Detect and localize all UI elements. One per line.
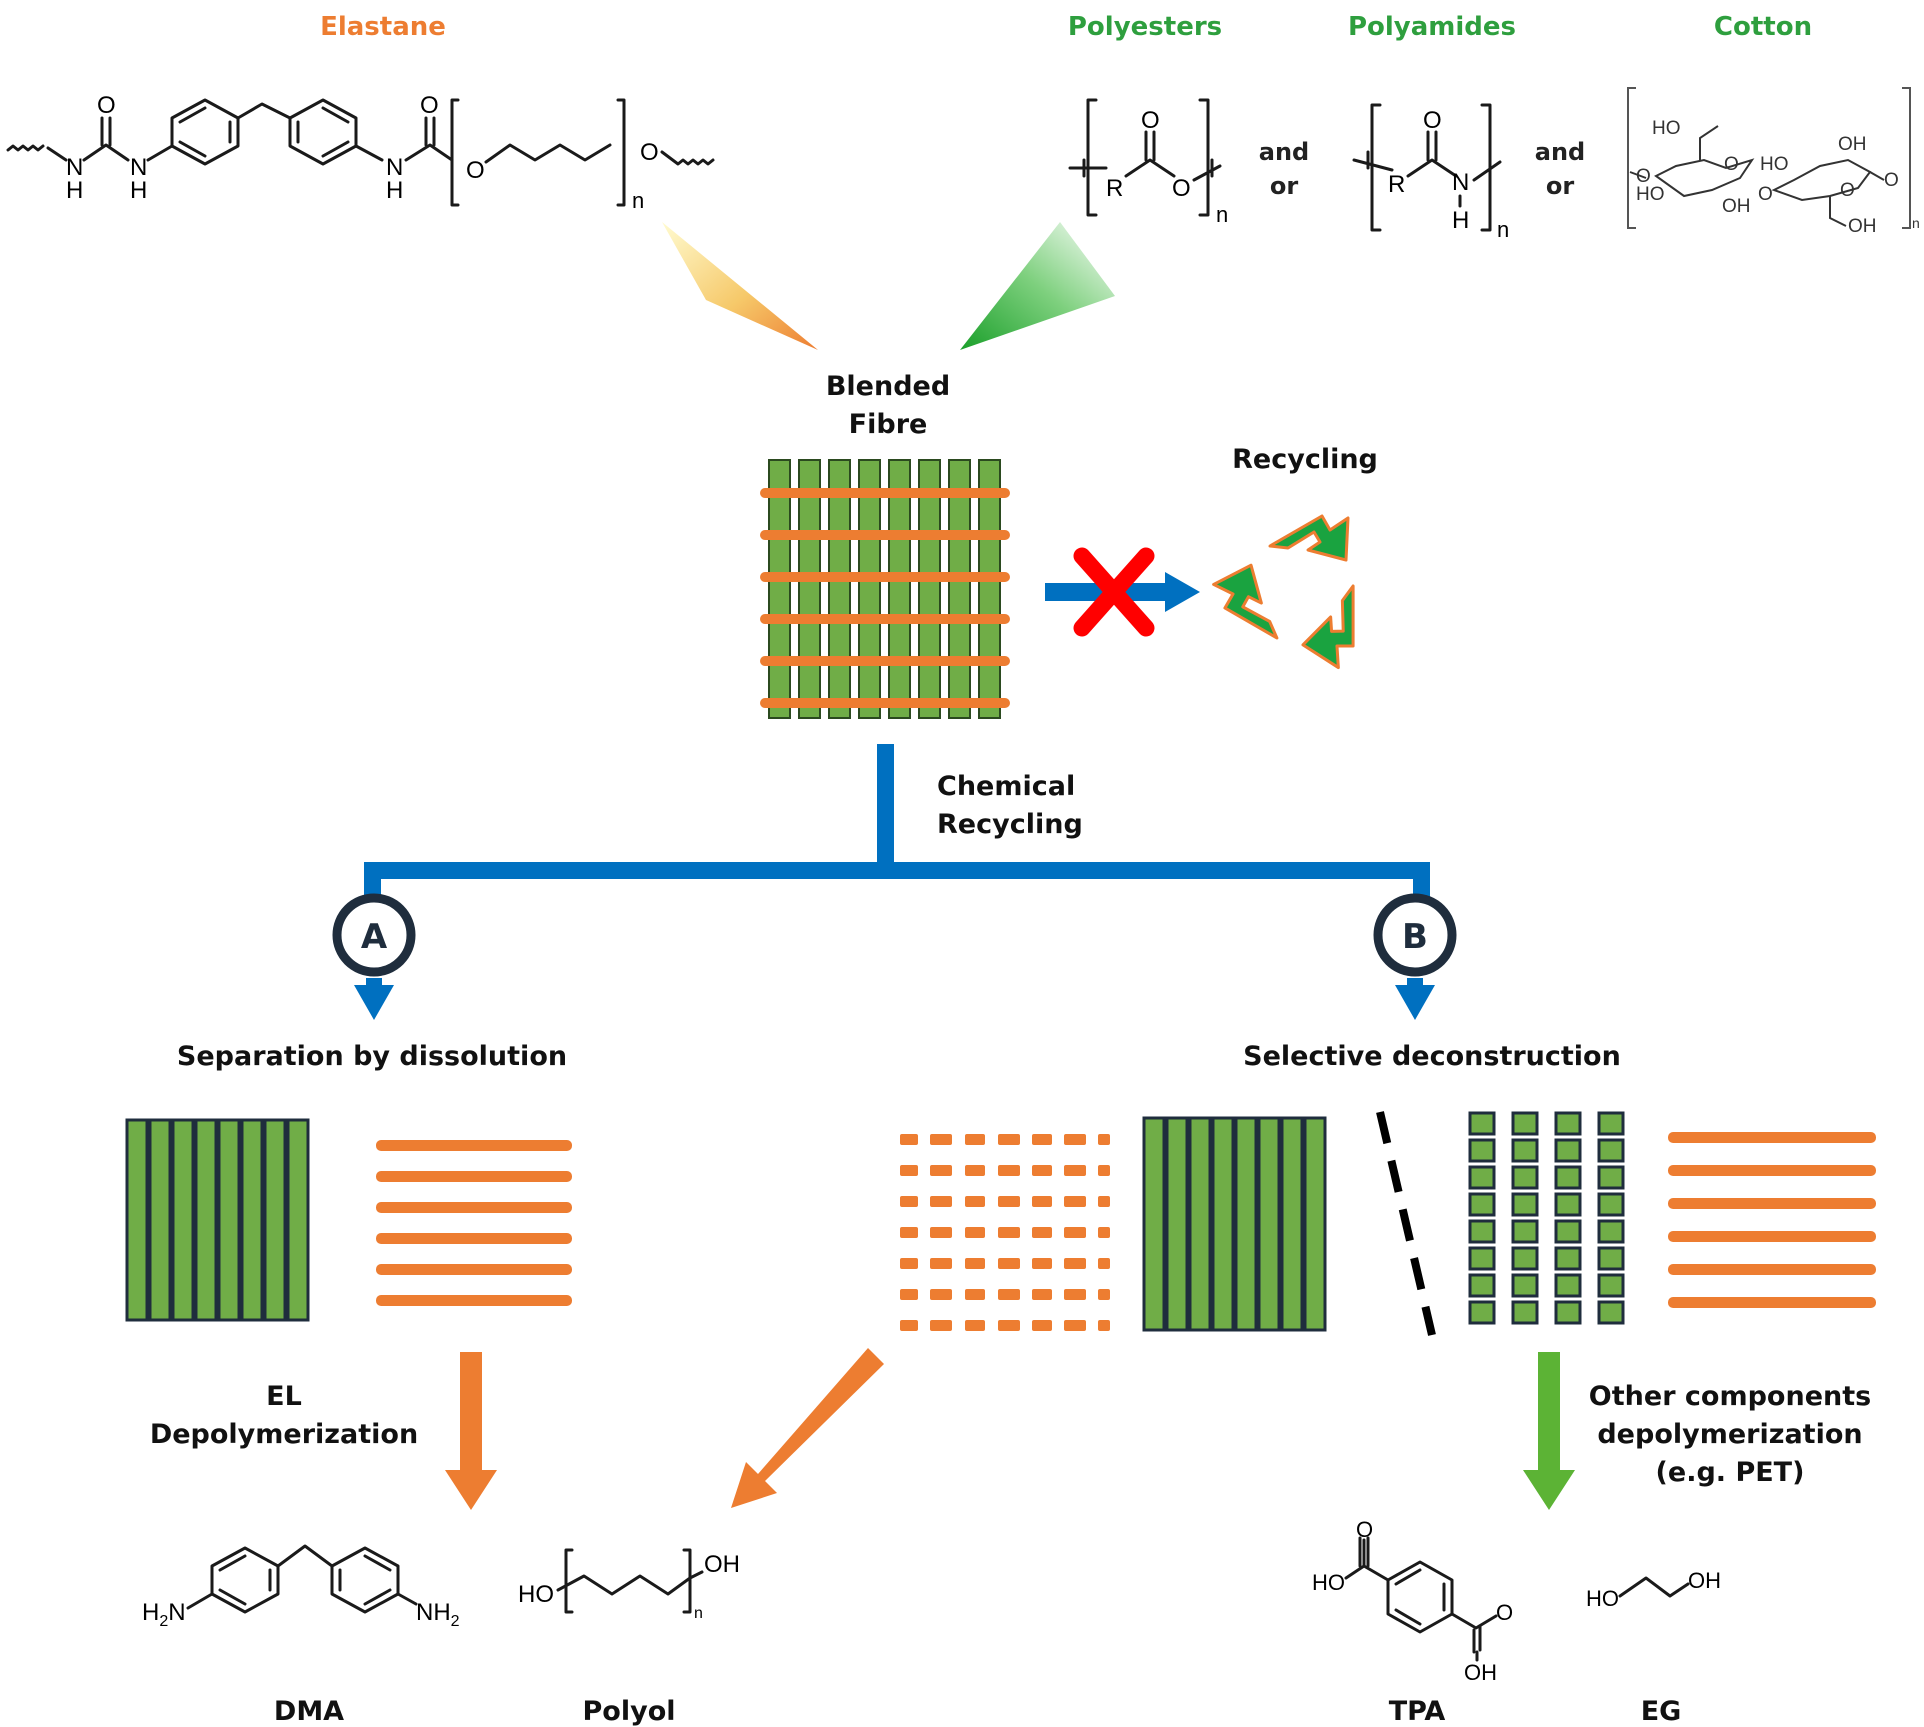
eg-structure: HO OH — [1586, 1568, 1721, 1611]
atom-n: N — [130, 154, 147, 181]
atom-o: O — [97, 92, 116, 119]
fragmented-green-fibres — [1468, 1111, 1625, 1325]
atom-oh: OH — [1848, 216, 1877, 237]
atom-h2n: H2N — [142, 1599, 186, 1630]
el-depolymerization-arrow — [445, 1352, 497, 1510]
route-b-badge: B — [1373, 893, 1457, 977]
atom-o: O — [1758, 184, 1773, 205]
selective-label: Selective deconstruction — [1243, 1041, 1621, 1072]
and-label-2: and — [1535, 138, 1585, 166]
blended-fibre-title-2: Fibre — [849, 409, 928, 440]
chemical-recycling-label-2: Recycling — [937, 809, 1083, 840]
other-label-2: depolymerization — [1597, 1419, 1862, 1450]
atom-r: R — [1106, 175, 1123, 202]
atom-nh2: NH2 — [416, 1599, 460, 1630]
tpa-structure: HO O O OH — [1312, 1517, 1513, 1685]
atom-n: N — [66, 154, 83, 181]
and-label-1: and — [1259, 138, 1309, 166]
intact-orange-fibres — [1668, 1132, 1876, 1308]
polyester-structure: R O O n — [1068, 98, 1228, 227]
dma-structure: H2N NH2 — [142, 1544, 460, 1630]
elastane-structure: N H O N H N H O O n O — [6, 92, 715, 213]
other-label-3: (e.g. PET) — [1656, 1457, 1805, 1488]
separated-orange-fibres — [376, 1140, 572, 1306]
alternative-divider — [1376, 1111, 1436, 1336]
polyol-structure: HO n OH — [518, 1548, 740, 1622]
other-depolymerization-arrow — [1523, 1352, 1575, 1510]
atom-n-subscript: n — [1497, 217, 1509, 242]
atom-o: O — [420, 92, 439, 119]
intact-green-fibres — [1142, 1116, 1327, 1332]
woven-fabric-icon — [760, 459, 1010, 719]
polyesters-label: Polyesters — [1068, 12, 1222, 42]
atom-oh: OH — [1464, 1660, 1497, 1685]
dma-label: DMA — [274, 1696, 344, 1727]
fragment-depolymerization-arrow — [731, 1348, 884, 1508]
atom-oh: OH — [1838, 134, 1867, 155]
atom-h: H — [1452, 207, 1469, 234]
tpa-label: TPA — [1389, 1696, 1446, 1727]
atom-ho: HO — [1586, 1586, 1619, 1611]
atom-h: H — [386, 177, 403, 204]
atom-o: O — [640, 139, 659, 166]
atom-n: N — [1452, 169, 1469, 196]
blended-fibre-title-1: Blended — [826, 371, 950, 402]
separated-green-fibres — [125, 1118, 310, 1322]
el-label-1: EL — [266, 1381, 302, 1412]
atom-oh: OH — [1688, 1568, 1721, 1593]
atom-n-subscript: n — [632, 188, 644, 213]
atom-oh: OH — [704, 1551, 740, 1578]
fragmented-orange-fibres — [900, 1134, 1110, 1331]
atom-ho: HO — [518, 1581, 554, 1608]
route-a-badge: A — [332, 893, 416, 977]
atom-oh: OH — [1722, 196, 1751, 217]
recycling-label: Recycling — [1232, 444, 1378, 475]
atom-ho: HO — [1760, 154, 1789, 175]
other-label-1: Other components — [1589, 1381, 1871, 1412]
route-b-arrow — [1395, 978, 1435, 1020]
svg-text:B: B — [1402, 917, 1428, 957]
cotton-label: Cotton — [1714, 12, 1812, 42]
route-a-arrow — [354, 978, 394, 1020]
chemical-recycling-label-1: Chemical — [937, 771, 1075, 802]
or-label-2: or — [1546, 172, 1574, 200]
eg-label: EG — [1641, 1696, 1682, 1727]
atom-o: O — [1724, 154, 1739, 175]
atom-ho: HO — [1312, 1570, 1345, 1595]
atom-o: O — [1423, 107, 1442, 134]
elastane-cone — [662, 222, 818, 350]
atom-ho: HO — [1652, 118, 1681, 139]
atom-h: H — [66, 177, 83, 204]
atom-n: N — [386, 154, 403, 181]
polymer-cone — [960, 222, 1115, 350]
cross-mark-icon — [1073, 547, 1155, 637]
atom-o: O — [1172, 175, 1191, 202]
recycle-icon — [1212, 514, 1355, 670]
or-label-1: or — [1270, 172, 1298, 200]
atom-o: O — [1496, 1600, 1513, 1625]
atom-o: O — [466, 157, 485, 184]
separation-label: Separation by dissolution — [177, 1041, 567, 1072]
atom-ho: HO — [1636, 184, 1665, 205]
atom-o: O — [1356, 1517, 1373, 1542]
cotton-structure: n O HO HO O OH O HO OH O OH O — [1627, 87, 1920, 237]
atom-o: O — [1840, 180, 1855, 201]
atom-o: O — [1884, 170, 1899, 191]
atom-r: R — [1388, 171, 1405, 198]
atom-o: O — [1141, 107, 1160, 134]
elastane-label: Elastane — [320, 12, 446, 42]
atom-n-subscript: n — [694, 1605, 703, 1622]
polyamides-label: Polyamides — [1348, 12, 1516, 42]
atom-n-subscript: n — [1216, 202, 1228, 227]
polyol-label: Polyol — [583, 1696, 676, 1727]
svg-text:A: A — [361, 917, 388, 957]
atom-o: O — [1636, 166, 1651, 187]
atom-n-subscript: n — [1912, 215, 1920, 231]
polyamide-structure: R O N H n — [1352, 103, 1509, 242]
branch-connector — [364, 744, 1430, 942]
el-label-2: Depolymerization — [150, 1419, 418, 1450]
atom-h: H — [130, 177, 147, 204]
